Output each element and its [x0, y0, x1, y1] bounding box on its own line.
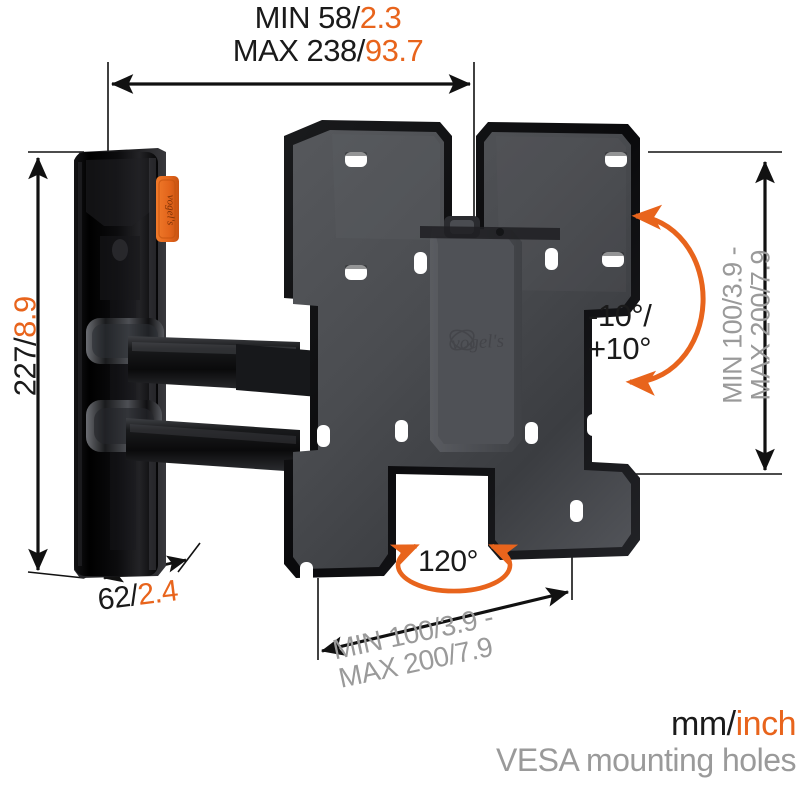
- tilt-angle-positive: +10°: [588, 330, 651, 366]
- brand-tab: vogel's: [156, 176, 179, 242]
- height-dim-mm: 227/: [7, 337, 43, 397]
- depth-dim-inch: 2.4: [135, 574, 180, 612]
- top-dim-max-mm: MAX 238/: [232, 32, 366, 68]
- depth-dim-mm: 62/: [95, 579, 140, 617]
- top-dim-max-inch: 93.7: [364, 32, 424, 68]
- svg-text:vogel's: vogel's: [451, 331, 505, 355]
- tilt-angle-label: -10°/ +10°: [588, 298, 652, 366]
- vesa-hole-shadows: [345, 152, 627, 269]
- vesa-vertical-label: MIN 100/3.9 - MAX 200/7.9: [717, 145, 776, 505]
- bottom-vesa-dimension-arrow: [320, 587, 570, 656]
- rotation-indicator-ellipse: [389, 543, 519, 594]
- top-dimension-label: MIN 58/2.3 MAX 238/93.7: [118, 0, 538, 68]
- tilt-indicator-arc: [625, 204, 706, 396]
- tilt-angle-negative: -10°/: [588, 298, 652, 333]
- legend-units-line: mm/inch: [496, 706, 796, 743]
- legend-unit-mm: mm/: [671, 705, 736, 743]
- top-dimension-max-row: MAX 238/93.7: [118, 32, 538, 68]
- vogels-logo: vogel's: [449, 329, 505, 355]
- legend: mm/inch VESA mounting holes: [495, 706, 797, 778]
- top-dim-min-inch: 2.3: [359, 0, 402, 35]
- height-dimension-label: 227/8.9: [7, 246, 43, 446]
- articulating-arm: [86, 318, 330, 472]
- rotation-angle-label: 120°: [418, 545, 479, 578]
- vesa-vertical-min: MIN 100/3.9 -: [717, 246, 748, 404]
- legend-vesa-text: VESA mounting holes: [495, 741, 797, 778]
- svg-text:vogel's: vogel's: [165, 195, 177, 225]
- height-dim-inch: 8.9: [7, 296, 43, 338]
- top-dimension-min-row: MIN 58/2.3: [118, 0, 538, 35]
- vesa-vertical-max: MAX 200/7.9: [746, 250, 776, 401]
- legend-unit-inch: inch: [735, 705, 797, 743]
- tv-bracket-plate: vogel's: [284, 120, 640, 584]
- top-dim-min-mm: MIN 58/: [254, 0, 361, 35]
